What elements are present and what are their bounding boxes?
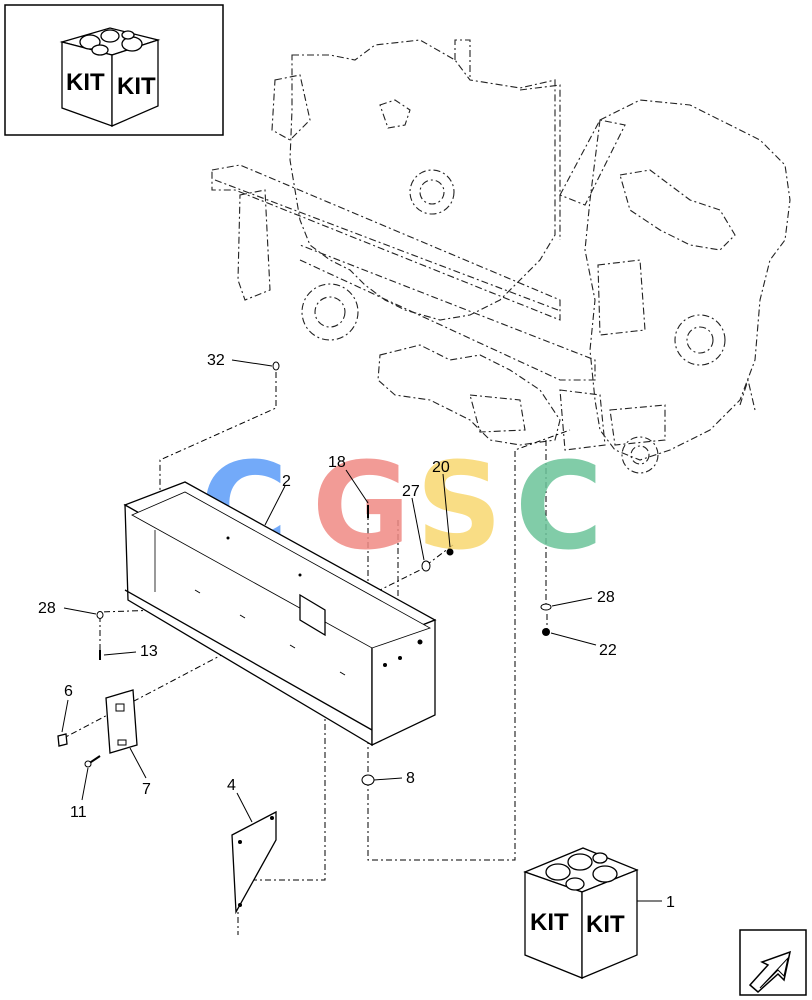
watermark-letter-g: G: [312, 438, 411, 577]
callout-28-left: 28: [38, 600, 56, 617]
callout-1: 1: [666, 894, 675, 911]
washer-part-27: [421, 560, 431, 572]
watermark-letter-c2: C: [515, 438, 603, 577]
nut-part-20: [446, 548, 454, 556]
tray-shield-part-2: [123, 481, 437, 747]
bracket-plate-part-7: [105, 689, 138, 754]
watermark-letter-s: S: [416, 438, 502, 577]
nut-part-22: [542, 628, 550, 636]
callout-labels: 32 2 18 20 27 28 28 22 13 6 7 11 8 4 1: [38, 352, 675, 911]
inset-kit-box: KIT KIT: [59, 27, 161, 127]
callout-20: 20: [432, 459, 450, 476]
callout-11: 11: [70, 804, 87, 821]
kit-box-part-1: KIT KIT: [523, 847, 639, 979]
callout-28-right: 28: [597, 589, 615, 606]
callout-7: 7: [142, 781, 151, 798]
nut-part-32: [272, 361, 280, 371]
arrow-icon[interactable]: [739, 929, 807, 996]
decal-part-6: [57, 733, 68, 747]
callout-2: 2: [282, 473, 291, 490]
callout-18: 18: [328, 454, 346, 471]
callout-4: 4: [227, 777, 236, 794]
inset-kit-label-left: KIT: [66, 69, 105, 96]
machine-frame-phantom: [211, 39, 791, 474]
kit-inset: KIT KIT: [4, 4, 224, 136]
bolt-part-11: [84, 755, 101, 768]
callout-6: 6: [64, 683, 73, 700]
washer-part-28-left: [96, 611, 104, 619]
callout-leaders: [61, 359, 662, 902]
side-plate-part-4: [231, 810, 277, 915]
kit-label-right: KIT: [586, 911, 625, 938]
hardware-parts: [96, 361, 552, 786]
callout-8: 8: [406, 770, 415, 787]
callout-32: 32: [207, 352, 225, 369]
callout-27: 27: [402, 483, 420, 500]
inset-kit-label-right: KIT: [117, 73, 156, 100]
callout-22: 22: [599, 642, 617, 659]
grommet-part-8: [361, 774, 375, 786]
callout-13: 13: [140, 643, 158, 660]
washer-part-28-right: [540, 603, 552, 611]
kit-label-left: KIT: [530, 909, 569, 936]
